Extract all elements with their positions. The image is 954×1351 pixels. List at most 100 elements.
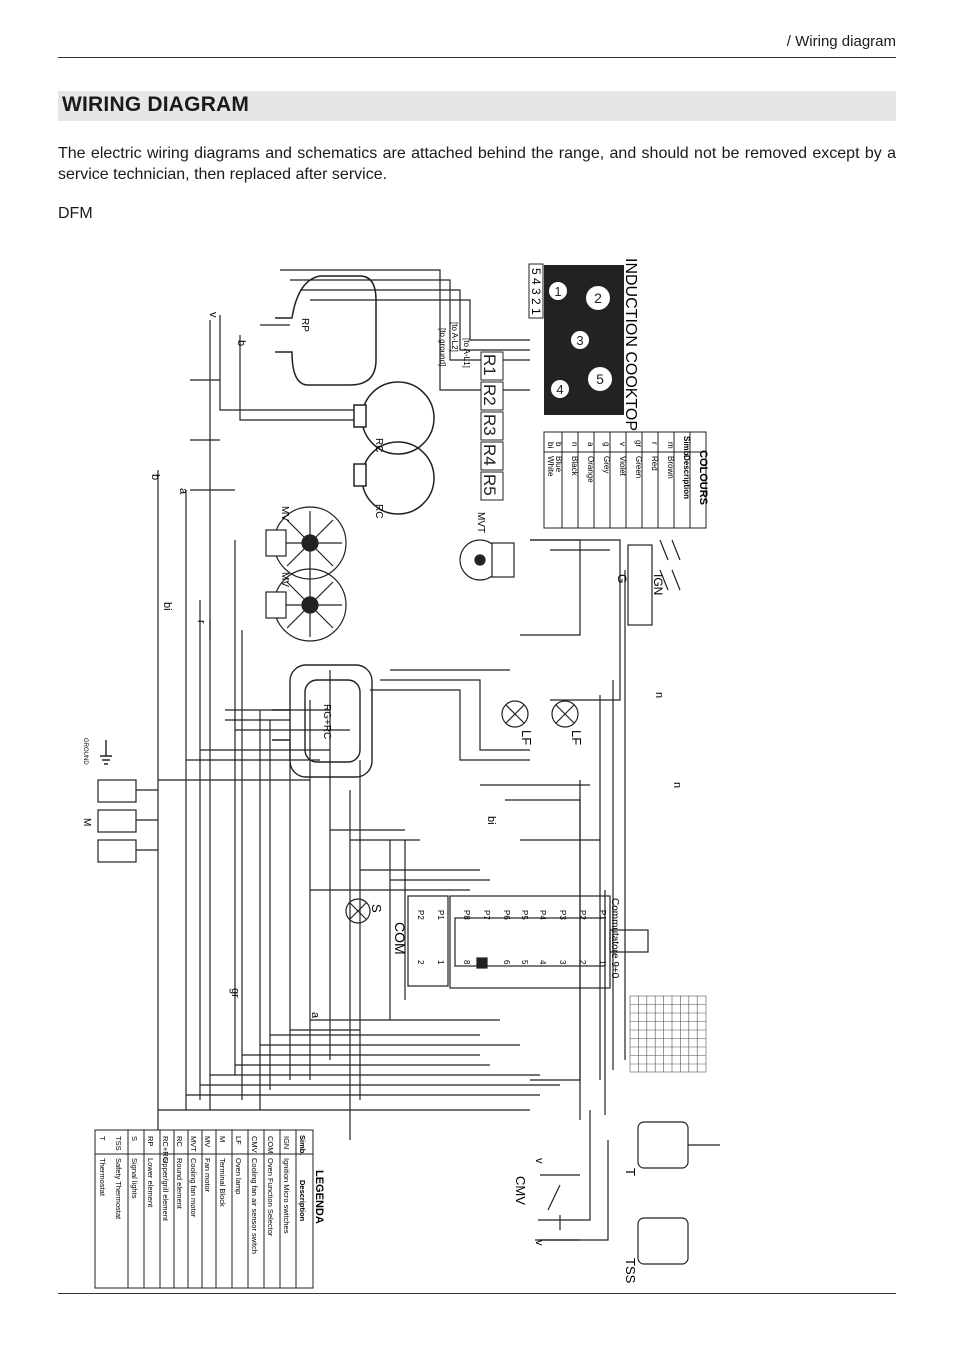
legend-desc: Fan motor xyxy=(203,1158,212,1193)
legend-desc: Cooling fan motor xyxy=(189,1158,198,1218)
pin-label: 2 xyxy=(578,960,587,965)
legend-head-desc: Description xyxy=(298,1180,307,1222)
pin-label: 8 xyxy=(462,960,471,965)
breadcrumb: / Wiring diagram xyxy=(786,33,896,50)
thermostat-t xyxy=(637,1121,720,1169)
legend-desc: Upper/grill element xyxy=(161,1158,170,1222)
legend-desc: Terminal Block xyxy=(218,1158,227,1207)
colour-desc: Orange xyxy=(586,456,595,483)
legend-symb: COM xyxy=(266,1136,275,1154)
legend-symb: LF xyxy=(234,1136,243,1145)
cooling-fan-switch-cmv xyxy=(540,1174,580,1241)
cooktop-title: INDUCTION COOKTOP xyxy=(622,258,639,431)
zone-label: 5 xyxy=(596,371,604,387)
pin-label: P8 xyxy=(462,910,471,920)
colour-desc: Red xyxy=(650,456,659,471)
wire-label: bi xyxy=(485,816,497,825)
terminal-label: 2 xyxy=(529,298,543,305)
cooktop-note: [to ground] xyxy=(438,328,447,366)
relay-label: R4 xyxy=(480,444,499,466)
header-divider xyxy=(58,57,896,58)
pin-label: 5 xyxy=(520,960,529,965)
colours-head-symb: Simb. xyxy=(682,436,691,458)
legend-desc: Oven Function Selector xyxy=(266,1158,275,1237)
oven-lamps-lf xyxy=(501,700,579,728)
legend-symb: T xyxy=(98,1136,107,1141)
legend-symb: M xyxy=(218,1136,227,1142)
rc-label: RC xyxy=(373,438,384,452)
cooktop-note: [to A-L2] xyxy=(450,322,459,352)
terminal-label: 5 xyxy=(529,268,543,275)
wire-label: v xyxy=(533,1240,545,1246)
section-title: WIRING DIAGRAM xyxy=(62,93,250,116)
legend-symb: RP xyxy=(146,1136,155,1146)
colour-symb: a xyxy=(586,442,595,447)
legend-head-symb: Simb. xyxy=(298,1135,307,1155)
mv-label: MV xyxy=(279,506,290,521)
colour-symb: n xyxy=(570,442,579,446)
legend-symb: TSS xyxy=(114,1136,123,1151)
colour-symb: b xyxy=(554,442,563,447)
terminal-label: 4 xyxy=(529,278,543,285)
rg-rc-label: RG+RC xyxy=(321,704,332,739)
pin-label: 1 xyxy=(436,960,445,965)
lower-element-rp: RP xyxy=(275,275,377,386)
mv-label: MV xyxy=(279,572,290,587)
zone-label: 4 xyxy=(556,382,563,397)
pin-label: 3 xyxy=(558,960,567,965)
colour-symb: gr xyxy=(634,440,643,447)
wire-label: v xyxy=(533,1158,545,1164)
pin-label: P1 xyxy=(598,910,607,920)
zone-label: 1 xyxy=(554,284,561,299)
ground-symbol xyxy=(100,740,112,765)
legend-symb: CMV xyxy=(250,1136,259,1153)
wire-label: b xyxy=(149,474,161,480)
terminal-label: 3 xyxy=(529,288,543,295)
colour-symb: bi xyxy=(546,442,555,448)
colours-title: COLOURS xyxy=(697,450,709,505)
legend-symb: RC xyxy=(175,1136,184,1147)
colour-symb: g xyxy=(602,442,611,446)
wire-label: v xyxy=(207,312,219,318)
com-label: COM xyxy=(392,922,408,955)
pin-label: P2 xyxy=(416,910,425,920)
wire-label: n xyxy=(671,782,683,788)
colours-table: COLOURS Simb. Description m Brown r Red … xyxy=(543,431,709,529)
colour-desc: Grey xyxy=(602,456,611,473)
relay-label: R5 xyxy=(480,474,499,496)
rp-label: RP xyxy=(299,318,310,332)
pin-label: P4 xyxy=(538,910,547,920)
pin-label: P3 xyxy=(558,910,567,920)
legend-symb: MV xyxy=(203,1136,212,1147)
intro-paragraph: The electric wiring diagrams and schemat… xyxy=(58,145,896,183)
zone-label: 2 xyxy=(594,290,602,306)
wiring-diagram: 1 2 3 4 5 INDUCTION COOKTOP 5 4 3 2 1 [t… xyxy=(81,258,720,1289)
terminal-block-m xyxy=(97,779,137,863)
legend-symb: S xyxy=(130,1136,139,1141)
cooling-fan-mvt xyxy=(459,539,515,581)
function-selector-com xyxy=(407,895,449,987)
zone-label: 3 xyxy=(576,333,583,348)
pin-label: 6 xyxy=(502,960,511,965)
wire-label: n xyxy=(653,692,665,698)
lf-label: LF xyxy=(519,730,534,745)
lf-label: LF xyxy=(569,730,584,745)
relay-label: R3 xyxy=(480,414,499,436)
tss-label: TSS xyxy=(623,1258,638,1284)
legend-symb: IGN xyxy=(282,1136,291,1149)
legend-desc: Signal lights xyxy=(130,1158,139,1199)
colour-desc: Black xyxy=(570,456,579,477)
colour-desc: Brown xyxy=(666,456,675,479)
colour-desc: Blue xyxy=(554,456,563,473)
safety-thermostat-tss xyxy=(637,1217,689,1265)
s-label: S xyxy=(369,904,384,913)
pin-label: 1 xyxy=(598,960,607,965)
terminal-label: 1 xyxy=(529,308,543,315)
wire-label: a xyxy=(309,1012,321,1019)
legend-symb: RC+RG xyxy=(161,1136,170,1163)
cmv-label: CMV xyxy=(513,1176,528,1205)
relay-label: R2 xyxy=(480,384,499,406)
switching-matrix xyxy=(629,995,707,1073)
wire-label: gr xyxy=(229,988,241,998)
pin-label: P7 xyxy=(482,910,491,920)
